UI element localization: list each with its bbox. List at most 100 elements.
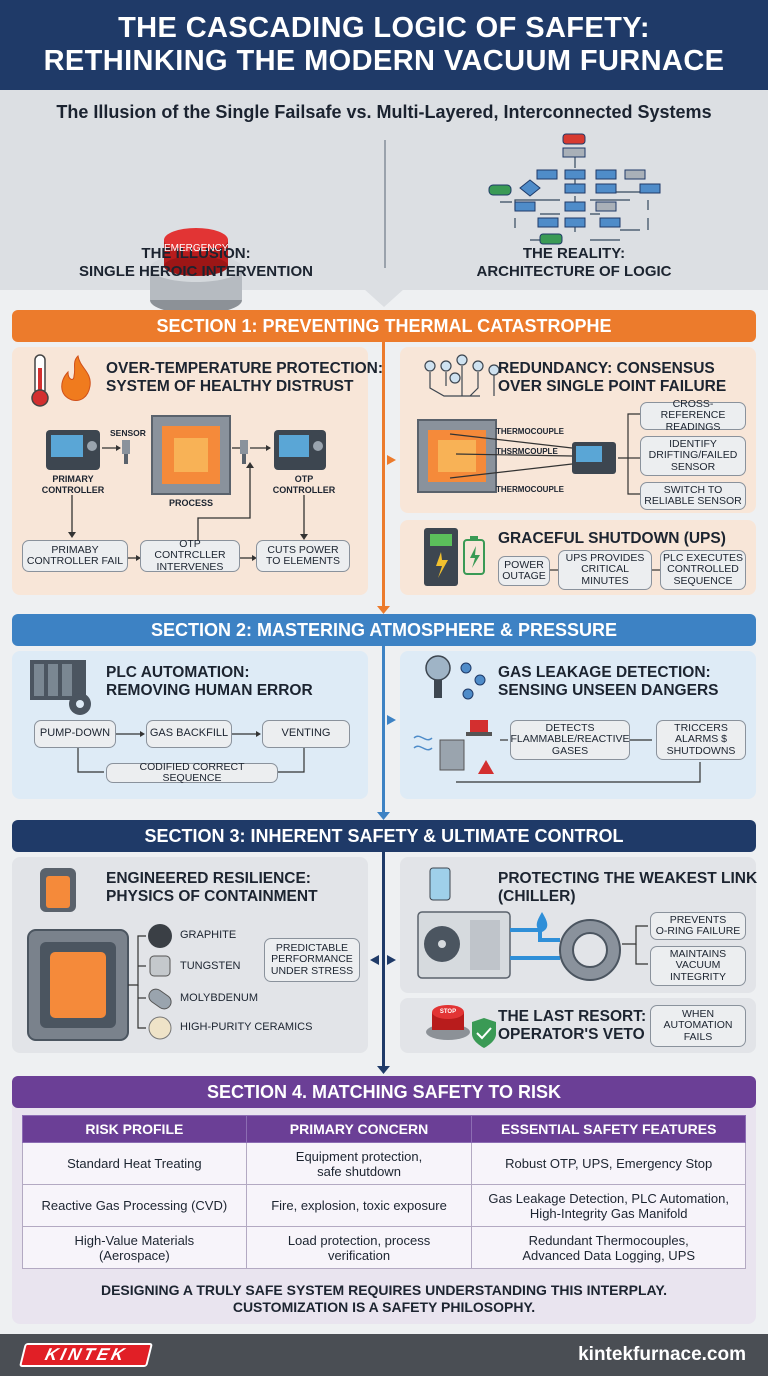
otp-intervenes-line-1: OTP CONTRCLLER [154,537,226,562]
thermocouple-label-3: THERMOCOUPLE [496,485,564,494]
gear-icon [69,693,91,715]
triggers-alarms-line-1: TRICCERS [674,721,728,734]
illusion-caption: THE ILLUSION: SINGLE HEROIC INTERVENTION [46,245,346,281]
coolant-lines [510,928,560,960]
warning-icon [478,760,494,774]
sensor-network-icon [424,354,500,397]
gas-leak-title-line-1: GAS LEAKAGE DETECTION: [498,664,711,681]
sensor-icon [122,440,130,464]
gas-valve-icon [439,739,465,771]
flame-icon [61,354,91,401]
section-2-banner: SECTION 2: MASTERING ATMOSPHERE & PRESSU… [12,614,756,646]
plc-title: PLC AUTOMATION:REMOVING HUMAN ERROR [106,664,313,700]
material-graphite: GRAPHITE [180,929,237,941]
veto-title-line-2: OPERATOR'S VETO [498,1026,645,1043]
gas-backfill-box: GAS BACKFILL [146,720,232,748]
table-cell: Fire, explosion, toxic exposure [245,1184,473,1227]
vacuum-integrity-line-1: MAINTAINS [669,947,727,960]
intro-divider [384,140,386,268]
primary-controller-icon [46,430,100,470]
closing-line-1: DESIGNING A TRULY SAFE SYSTEM REQUIRES U… [100,1282,668,1298]
material-ceramics: HIGH-PURITY CERAMICS [180,1021,313,1033]
chiller-title-line-2: (CHILLER) [498,888,576,905]
plc-title-line-2: REMOVING HUMAN ERROR [106,682,313,699]
logic-blocks [488,133,661,245]
cross-reference-line-1: CROSS-REFERENCE [660,397,726,422]
stop-button-icon [426,1005,470,1040]
containment-vessel-icon-large [27,929,129,1041]
power-outage-line-1: POWER [504,558,544,571]
resilience-title-line-2: PHYSICS OF CONTAINMENT [106,888,318,905]
material-molybdenum: MOLYBDENUM [180,992,259,1004]
when-fails-line-1: WHEN [681,1007,715,1020]
kintek-logo[interactable]: KINTEK [19,1343,153,1367]
battery-icon [463,536,485,575]
gas-leak-title-line-2: SENSING UNSEEN DANGERS [498,682,719,699]
when-fails-line-3: FAILS [683,1030,713,1043]
predictable-line-1: PREDICTABLE [275,941,349,954]
emergency-button-icon [150,228,242,314]
table-cell: Robust OTP, UPS, Emergency Stop [471,1142,746,1185]
detects-gases-line-1: DETECTS [545,721,595,734]
gas-wisps-icon [413,735,433,751]
material-tungsten: TUNGSTEN [180,960,241,972]
col-header-concern: PRIMARY CONCERN [245,1115,473,1143]
plc-executes-line-2: CONTROLLED [667,563,739,576]
predictable-line-3: UNDER STRESS [270,964,354,977]
website-link[interactable]: kintekfurnace.com [578,1344,746,1365]
otp-title-line-1: OVER-TEMPERATURE PROTECTION: [106,360,383,377]
resilience-title: ENGINEERED RESILIENCE:PHYSICS OF CONTAIN… [106,870,318,906]
table-cell: Standard Heat Treating [22,1142,247,1185]
col-header-risk: RISK PROFILE [22,1115,247,1143]
pump-down-box: PUMP-DOWN [34,720,116,748]
footer: KINTEK kintekfurnace.com [0,1334,768,1376]
otp-controller-label-line-1: OTP [294,474,314,484]
plc-rack-icon [30,660,86,700]
stop-button-label: STOP [439,1009,457,1015]
codified-sequence-box: CODIFIED CORRECT SEQUENCE [106,761,278,784]
ups-minutes-line-3: MINUTES [581,574,629,587]
thermocouple-label-2: THSRMCOUPLE [496,447,558,456]
shield-check-icon [472,1018,496,1048]
primary-fail-line-1: PRIMABY [51,543,99,556]
triggers-alarms-line-2: ALARMS $ [675,733,727,746]
flow-line-section-3 [382,852,385,1070]
otp-intervenes-line-2: INTERVENES [156,560,224,573]
otp-controller-label-line-2: CONTROLLER [272,485,336,495]
gas-detector-icon [425,655,451,698]
furnace-icon [417,419,497,493]
flow-line-section-2 [382,646,385,816]
section-3-banner: SECTION 3: INHERENT SAFETY & ULTIMATE CO… [12,820,756,852]
cuts-power-line-1: CUTS POWER [267,543,339,556]
switch-sensor-line-1: SWITCH TO [663,483,723,496]
plc-executes-line-1: PLC EXECUTES [663,551,743,564]
table-row: Standard Heat Treating Equipment protect… [22,1142,746,1185]
col-header-features: ESSENTIAL SAFETY FEATURES [471,1115,746,1143]
venting-box: VENTING [262,720,350,748]
alarm-light-icon [466,720,492,736]
thermocouple-label-1: THERMOCOUPLE [496,427,564,436]
detects-gases-line-2: FLAMMABLE/REACTIVE [510,733,630,746]
molecule-icon [460,662,486,700]
ups-title: GRACEFUL SHUTDOWN (UPS) [498,530,726,547]
reality-caption-line-2: ARCHITECTURE OF LOGIC [476,263,672,280]
reality-caption-line-1: THE REALITY: [522,245,626,262]
switch-sensor-line-2: RELIABLE SENSOR [644,495,742,507]
power-outage-line-2: OUTAGE [502,570,546,582]
flow-line-section-1 [382,340,385,608]
